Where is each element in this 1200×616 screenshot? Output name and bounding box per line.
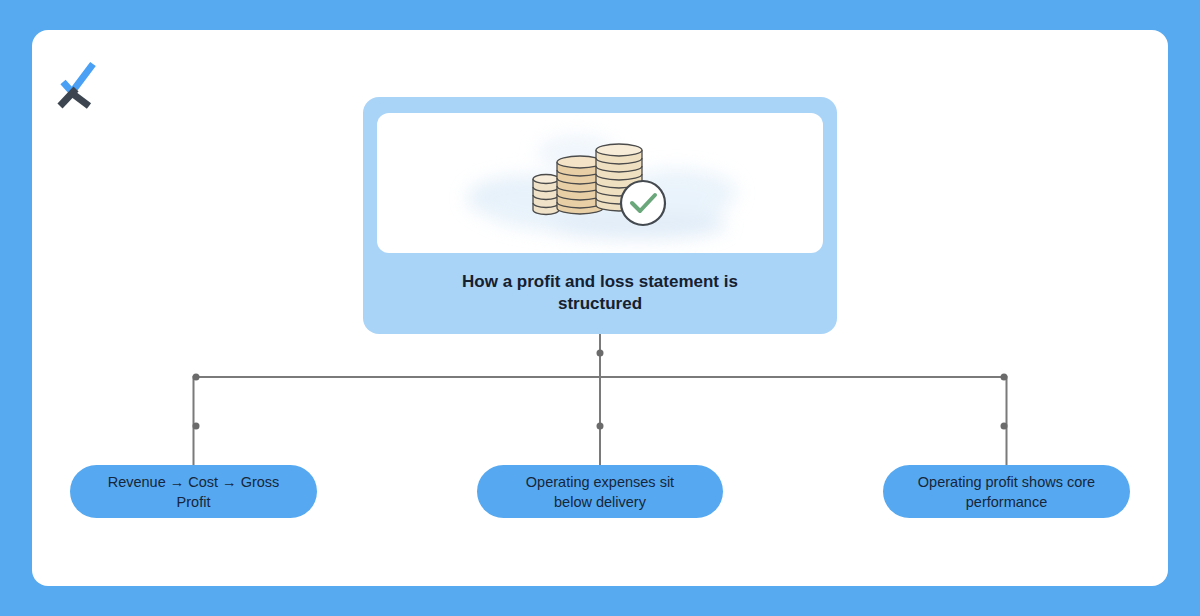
tree-connector	[600, 334, 1007, 465]
box-title: How a profit and loss statement is struc…	[363, 271, 837, 315]
junction-dots	[193, 350, 1008, 430]
box-label: Operating profit shows core performance	[902, 472, 1112, 512]
box-label: Revenue → Cost → Gross Profit	[104, 472, 284, 512]
process-pill: Operating profit shows core performance	[883, 465, 1130, 518]
coins-illustration	[377, 113, 823, 253]
process-pill: Revenue → Cost → Gross Profit	[70, 465, 317, 518]
tree-connector	[599, 334, 601, 465]
box-label: Operating expenses sit below delivery	[510, 472, 690, 512]
tree-connector	[194, 334, 601, 465]
coins-drawing	[377, 113, 823, 253]
process-pill: Operating expenses sit below delivery	[477, 465, 723, 518]
brand-logo	[55, 58, 100, 110]
